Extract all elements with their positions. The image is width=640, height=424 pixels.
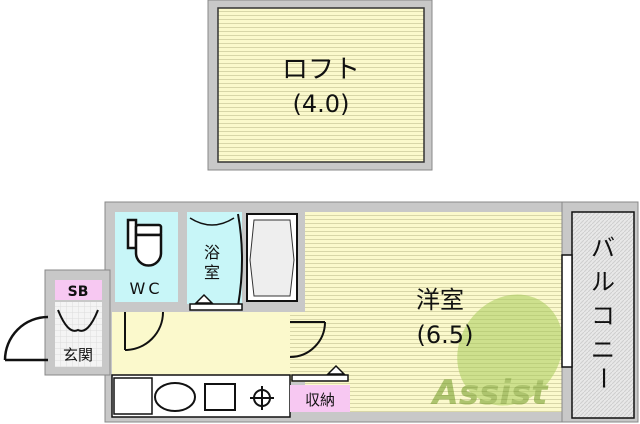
entrance	[55, 302, 102, 367]
western-room-size: (6.5)	[417, 321, 474, 349]
balcony-label-1: バ	[591, 234, 615, 262]
bathtub-icon	[246, 213, 298, 302]
bath-label-2: 室	[204, 263, 220, 282]
storage-label: 収納	[305, 391, 335, 409]
washbasin-icon	[154, 382, 196, 412]
sb-label: SB	[68, 284, 89, 300]
storage	[290, 385, 350, 412]
western-room-name: 洋室	[416, 286, 464, 314]
loft-size: (4.0)	[293, 90, 350, 118]
loft: ロフト (4.0)	[207, 0, 433, 171]
fridge-space-icon	[113, 377, 153, 415]
shoe-box	[55, 280, 102, 300]
wc-door[interactable]	[124, 311, 164, 351]
wc-label: WC	[130, 279, 163, 298]
balcony-label-2: ル	[591, 268, 615, 296]
sink-icon	[204, 383, 236, 411]
room-door[interactable]	[289, 321, 326, 358]
assist-watermark-logo: Assist	[430, 294, 563, 413]
entrance-label: 玄関	[63, 346, 93, 364]
hallway	[112, 312, 290, 375]
main-unit: Assist 洋室 (6.5) WC 浴 室	[3, 201, 639, 423]
watermark-text: Assist	[430, 373, 550, 413]
loft-name: ロフト	[282, 55, 360, 85]
balcony	[571, 211, 635, 419]
entrance-door[interactable]	[3, 315, 49, 362]
bath-label-1: 浴	[204, 243, 220, 262]
balcony-label-5: ー	[589, 366, 617, 390]
balcony-label-4: ニ	[591, 336, 615, 364]
balcony-window[interactable]	[561, 254, 573, 368]
bathroom	[187, 212, 242, 304]
kitchen	[111, 374, 291, 418]
toilet-icon	[126, 218, 163, 267]
balcony-label-3: コ	[591, 302, 615, 330]
